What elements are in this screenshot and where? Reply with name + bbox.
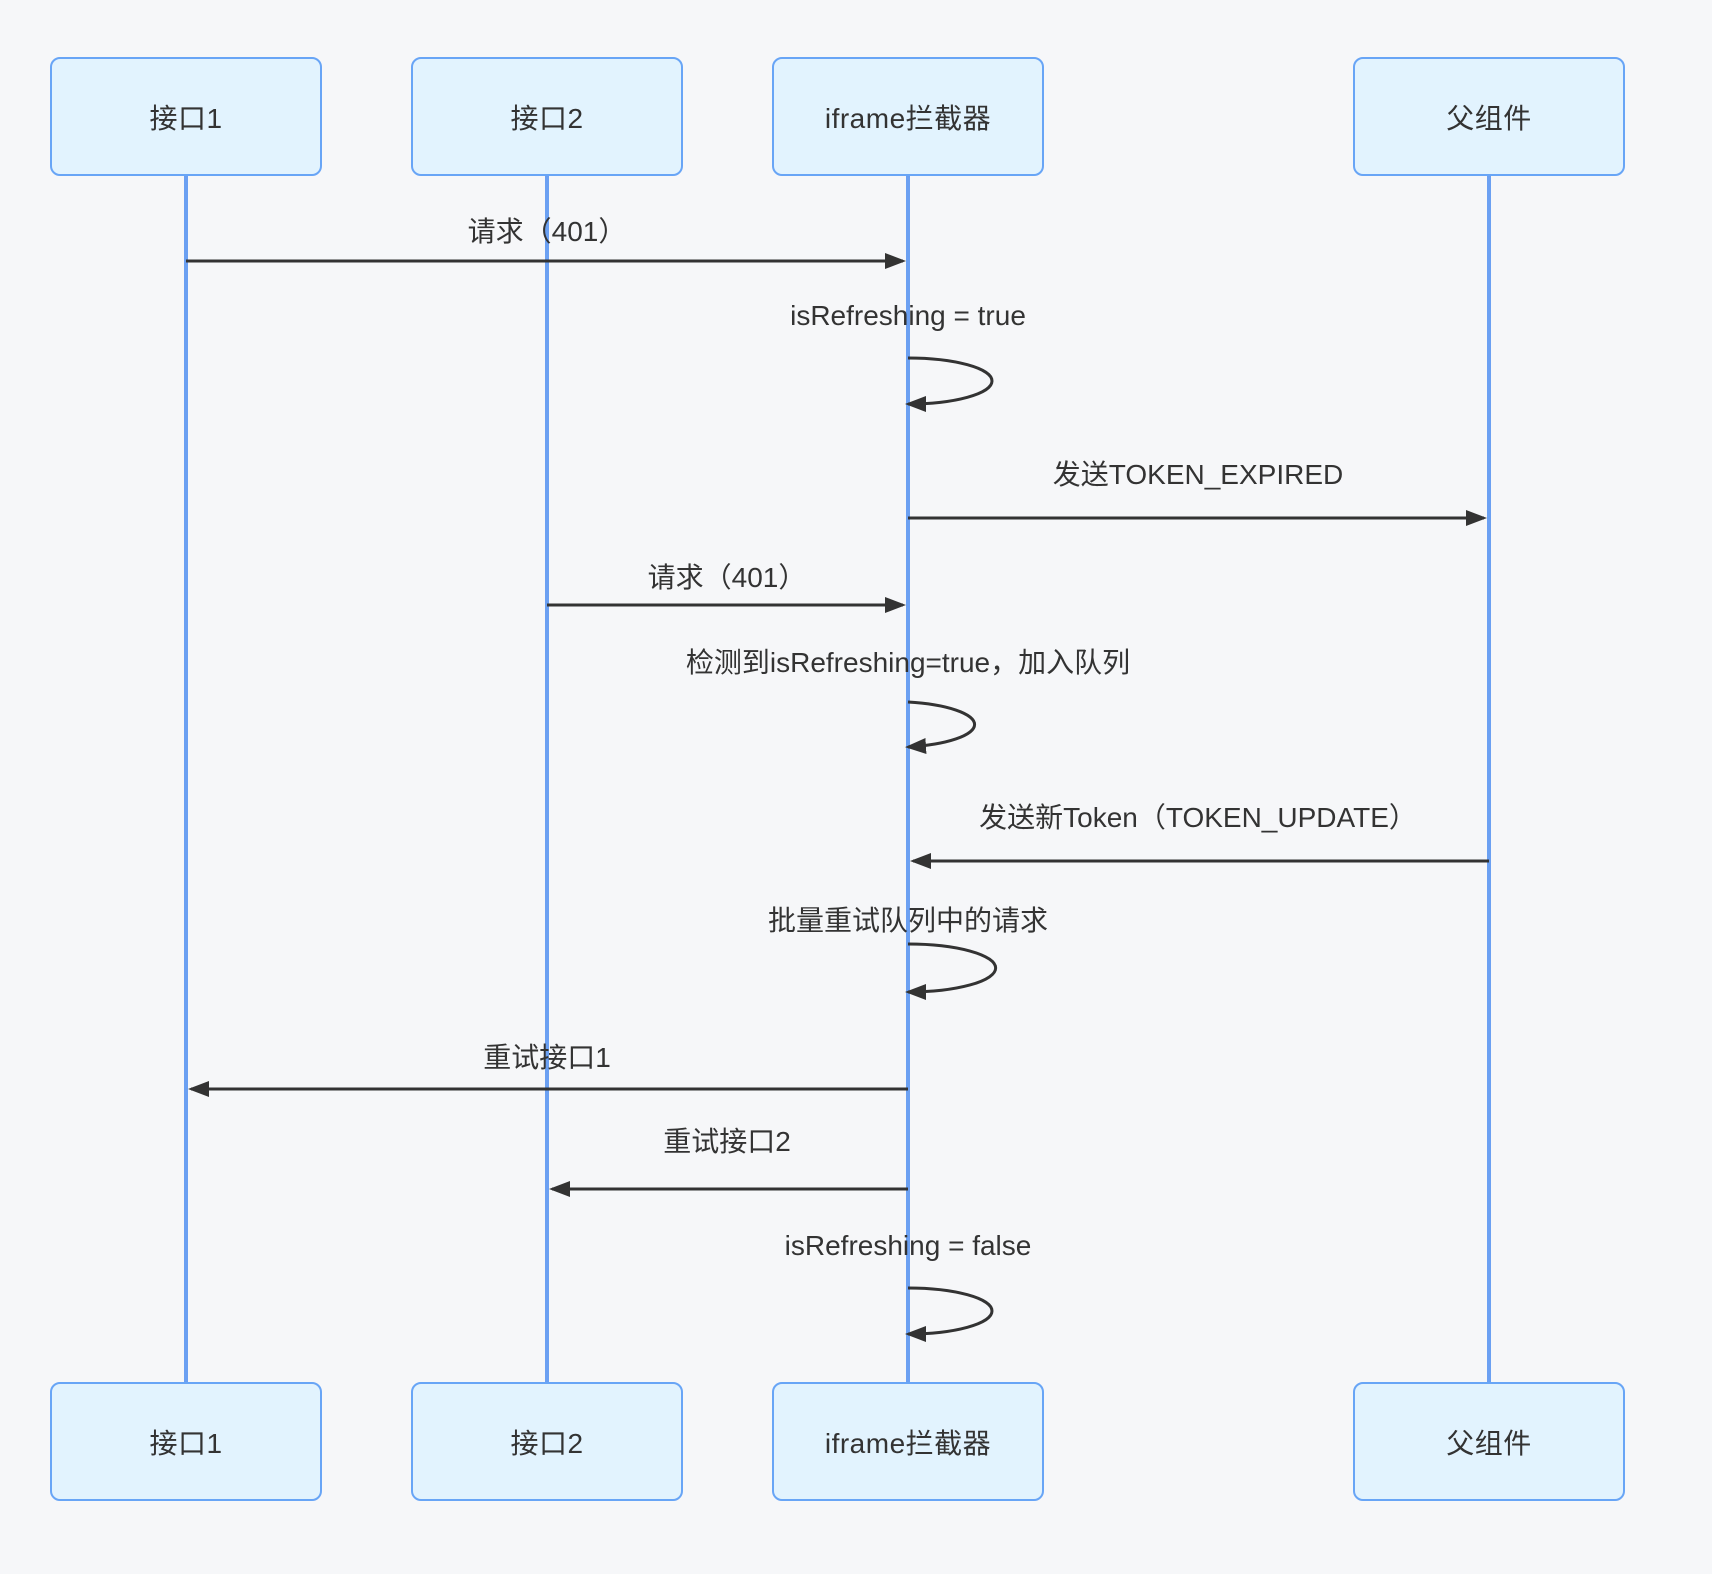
actor-interface2-top-label: 接口2 [510,102,584,134]
actor-parent-component-bottom-label: 父组件 [1446,1427,1532,1459]
message-label-request-401-msg1: 请求（401） [467,216,627,247]
message-label-isrefreshing-true: isRefreshing = true [790,300,1026,331]
message-label-request-401-msg2: 请求（401） [647,562,807,593]
message-label-join-queue: 检测到isRefreshing=true，加入队列 [685,647,1131,678]
actor-parent-component-top: 父组件 [1353,57,1625,176]
actor-parent-component-bottom: 父组件 [1353,1382,1625,1501]
message-label-isrefreshing-false: isRefreshing = false [784,1230,1032,1261]
actor-interface1-top-label: 接口1 [149,102,223,134]
actor-interface1-bottom: 接口1 [50,1382,322,1501]
message-label-send-new-token: 发送新Token（TOKEN_UPDATE） [979,802,1417,833]
message-label-retry-interface2: 重试接口2 [663,1126,791,1157]
message-label-send-token-expired: 发送TOKEN_EXPIRED [1052,459,1344,490]
self-loop-isrefreshing-false [905,1286,994,1342]
actor-interface2-bottom-label: 接口2 [510,1427,584,1459]
message-label-retry-interface1: 重试接口1 [483,1042,611,1073]
actor-interface2-bottom: 接口2 [411,1382,683,1501]
actor-iframe-interceptor-bottom-label: iframe拦截器 [824,1427,992,1459]
actor-iframe-interceptor-top: iframe拦截器 [772,57,1044,176]
actor-interface2-top: 接口2 [411,57,683,176]
actor-interface1-top: 接口1 [50,57,322,176]
self-loop-batch-retry [905,942,998,1000]
actor-iframe-interceptor-bottom: iframe拦截器 [772,1382,1044,1501]
self-loop-isrefreshing-true [905,356,994,412]
actor-iframe-interceptor-top-label: iframe拦截器 [824,102,992,134]
actor-interface1-bottom-label: 接口1 [149,1427,223,1459]
self-loop-join-queue [905,700,977,754]
actor-parent-component-top-label: 父组件 [1446,102,1532,134]
message-label-batch-retry: 批量重试队列中的请求 [767,905,1049,936]
